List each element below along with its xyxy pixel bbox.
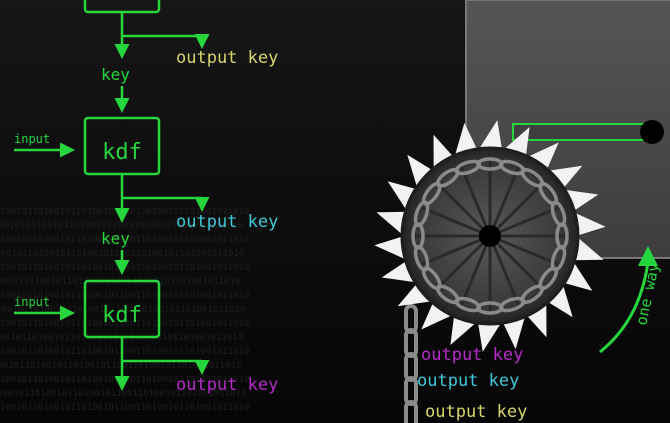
svg-text:100101101001011010010110011010: 1001011010010110100101100110100101101001…: [0, 361, 241, 371]
kdf-box-top: [83, 0, 161, 14]
hanging-chain: [404, 304, 418, 423]
input-label-2: input: [14, 295, 50, 309]
output-key-label-1: output key: [176, 48, 278, 68]
spilled-output-key-magenta: output key: [421, 345, 523, 365]
svg-text:100101101001011010010110011010: 1001011010010110100101100110100101101001…: [0, 403, 249, 413]
svg-text:100101101001011010010110011010: 1001011010010110100101100110100101101001…: [0, 305, 245, 315]
kdf-chain: [14, 0, 210, 391]
svg-text:100101101001011010010110011010: 1001011010010110100101100110100101101001…: [0, 389, 246, 399]
one-way-arrow: [599, 261, 650, 354]
svg-text:100101101001011010010110011010: 1001011010010110100101100110100101101001…: [0, 319, 249, 329]
key-label-2: key: [101, 229, 130, 248]
key-label-1: key: [101, 65, 130, 84]
kdf-label-1: kdf: [102, 140, 142, 165]
svg-text:100101101001011010010110011010: 1001011010010110100101100110100101101001…: [0, 221, 242, 231]
svg-text:100101101001011010010110011010: 1001011010010110100101100110100101101001…: [0, 235, 249, 245]
ratchet-saw-wheel: [374, 120, 606, 352]
svg-text:100101101001011010010110011010: 1001011010010110100101100110100101101001…: [0, 291, 249, 301]
kdf-label-2: kdf: [102, 303, 142, 328]
wheel-hub: [479, 225, 501, 247]
machine-slot-hole: [640, 120, 664, 144]
svg-text:100101101001011010010110011010: 1001011010010110100101100110100101101001…: [0, 347, 249, 357]
one-way-arrowhead: [638, 246, 658, 266]
input-label-1: input: [14, 132, 50, 146]
one-way-label: one way: [632, 261, 663, 327]
output-key-label-2: output key: [176, 212, 278, 232]
output-key-label-3: output key: [176, 375, 278, 395]
svg-text:100101101001011010010110011010: 1001011010010110100101100110100101101001…: [0, 263, 249, 273]
spilled-output-key-yellow: output key: [425, 402, 527, 422]
machine-slot: [512, 123, 654, 141]
spilled-output-key-cyan: output key: [417, 371, 519, 391]
